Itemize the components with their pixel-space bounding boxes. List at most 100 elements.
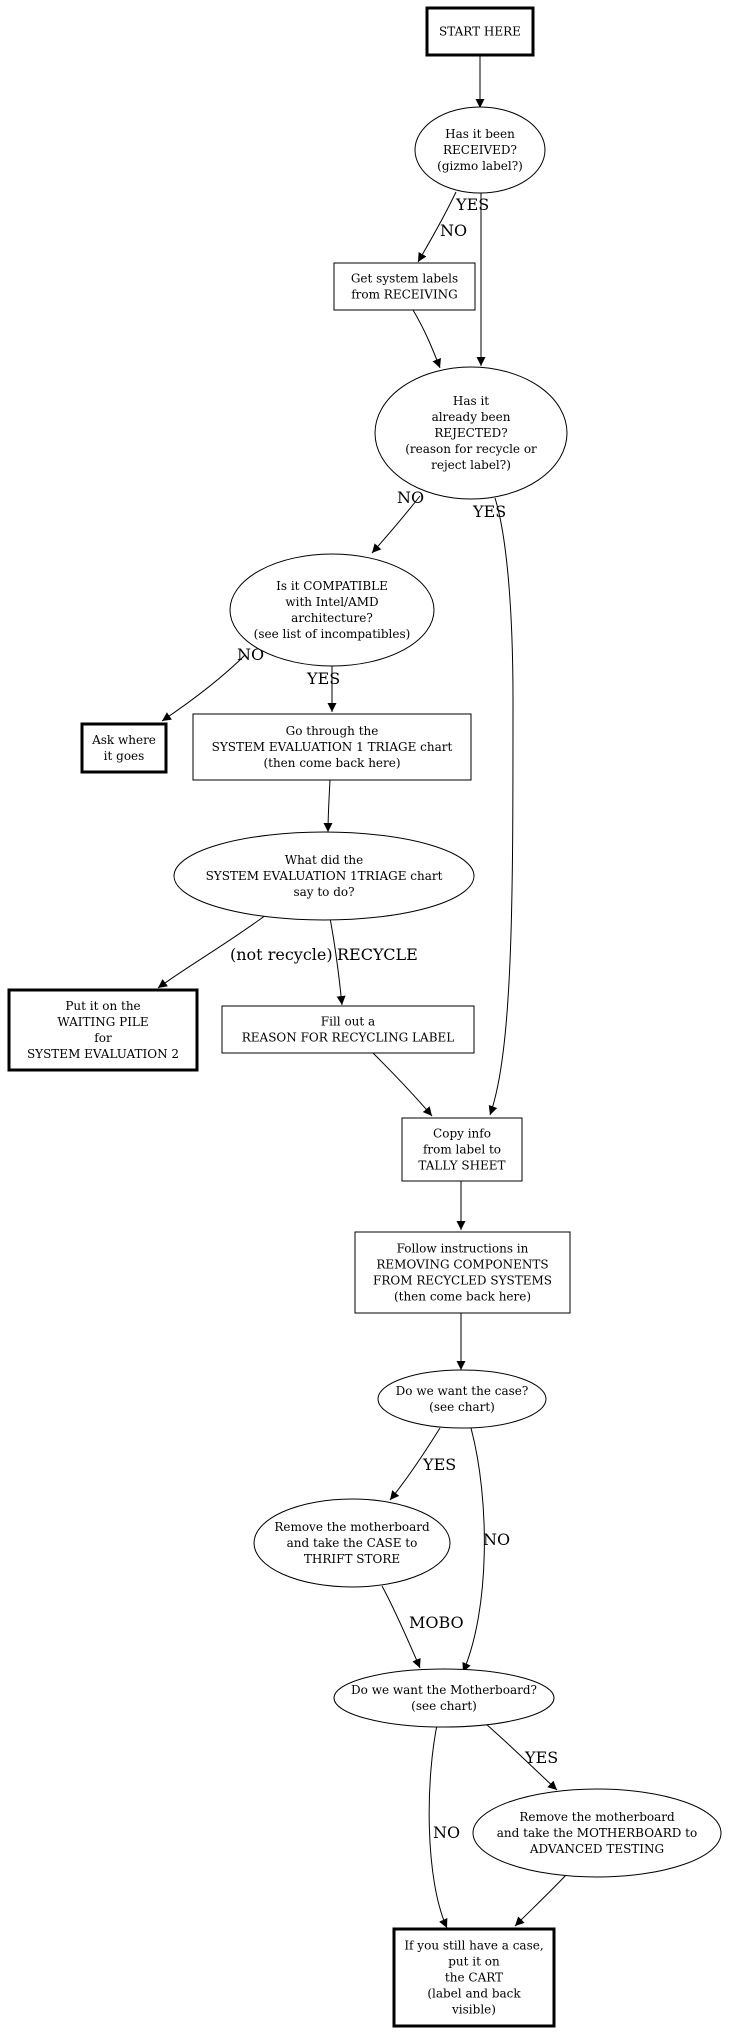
node-label-line: (see chart)	[411, 1699, 477, 1713]
edge-remove-case-mobo-q	[381, 1585, 421, 1669]
node-cart: If you still have a case, put it on the CA…	[392, 1927, 556, 2028]
node-label-line: architecture?	[291, 611, 373, 625]
edge-label-compatible-no: NO	[237, 645, 264, 664]
node-label-line: visible)	[451, 2003, 496, 2017]
edge-label-rejected-no: NO	[397, 488, 424, 507]
node-cart-text: If you still have a case, put it on the CA…	[404, 1939, 543, 2017]
node-remove-case: Remove the motherboard and take the CASE …	[253, 1498, 451, 1588]
node-label-line: from RECEIVING	[351, 288, 458, 302]
node-label-line: What did the	[285, 853, 364, 867]
node-label-line: SYSTEM EVALUATION 1 TRIAGE chart	[212, 740, 453, 754]
node-label-line: Copy info	[433, 1127, 491, 1141]
node-label-line: put it on	[448, 1955, 500, 1969]
node-label-line: Remove the motherboard	[274, 1520, 430, 1534]
node-label-line: REMOVING COMPONENTS	[376, 1258, 548, 1272]
node-ask-where-text: Ask where it goes	[91, 733, 156, 763]
edge-triage-q-fill-label	[329, 917, 346, 1006]
node-get-system-labels-text: Get system labels from RECEIVING	[351, 272, 458, 302]
edges	[157, 55, 568, 1929]
node-label-line: for	[94, 1031, 112, 1045]
edge-label-received-yes: YES	[455, 195, 489, 214]
edge-label-compatible-yes: YES	[306, 669, 340, 688]
node-label-line: REJECTED?	[434, 426, 507, 440]
node-label-line: (see list of incompatibles)	[254, 627, 411, 641]
edge-rejected-copy-info	[488, 497, 514, 1116]
node-label-line: Is it COMPATIBLE	[276, 579, 388, 593]
node-label-line: already been	[432, 410, 511, 424]
node-label-line: (label and back	[427, 1987, 521, 2001]
edge-label-mobo-no: NO	[433, 1823, 460, 1842]
edge-triage-q-waiting	[157, 914, 267, 989]
node-label-line: ADVANCED TESTING	[529, 1842, 664, 1856]
node-label-line: TALLY SHEET	[418, 1159, 505, 1173]
node-label-line: and take the MOTHERBOARD to	[497, 1826, 697, 1840]
node-case-question: Do we want the case? (see chart)	[377, 1369, 547, 1429]
edge-remove-mobo-cart	[514, 1873, 568, 1927]
edge-labels: YES NO NO YES NO YES (not recycle) RECYC…	[230, 195, 558, 1842]
edge-case-q-remove-case	[389, 1427, 441, 1501]
node-label-line: Get system labels	[351, 272, 458, 286]
edge-label-rejected-yes: YES	[472, 502, 506, 521]
node-label-line: the CART	[445, 1971, 503, 1985]
edge-get-labels-rejected	[412, 309, 441, 369]
node-label-line: If you still have a case,	[404, 1939, 543, 1953]
edge-label-mobo-yes: YES	[524, 1748, 558, 1767]
edge-compatible-ask-where	[161, 654, 246, 722]
node-label-line: START HERE	[439, 25, 521, 39]
node-label-line: (then come back here)	[263, 756, 400, 770]
edge-label-case-yes: YES	[422, 1455, 456, 1474]
node-label-line: say to do?	[293, 885, 354, 899]
node-compatible-question: Is it COMPATIBLE with Intel/AMD architectu…	[229, 553, 435, 667]
edge-label-case-no: NO	[483, 1530, 510, 1549]
node-ask-where: Ask where it goes	[80, 722, 168, 774]
node-label-line: (reason for recycle or	[405, 442, 537, 456]
node-label-line: reject label?)	[431, 458, 511, 472]
node-compatible-question-text: Is it COMPATIBLE with Intel/AMD architectu…	[254, 579, 411, 641]
node-label-line: with Intel/AMD	[285, 595, 378, 609]
edge-mobo-q-cart	[428, 1719, 448, 1929]
edge-received-get-labels	[417, 191, 457, 263]
node-label-line: Do we want the case?	[396, 1384, 529, 1398]
edge-fill-label-copy-info	[372, 1052, 433, 1117]
node-label-line: it goes	[104, 749, 145, 763]
node-label-line: Do we want the Motherboard?	[351, 1683, 537, 1697]
node-label-line: (see chart)	[429, 1400, 495, 1414]
node-label-line: (gizmo label?)	[437, 159, 523, 173]
node-label-line: Put it on the	[65, 999, 140, 1013]
node-mobo-question: Do we want the Motherboard? (see chart)	[333, 1668, 555, 1728]
node-label-line: and take the CASE to	[287, 1536, 418, 1550]
edge-triage-triage-q	[323, 779, 333, 833]
node-remove-case-text: Remove the motherboard and take the CASE …	[274, 1520, 430, 1566]
edge-label-recycle: RECYCLE	[337, 945, 418, 964]
node-label-line: (then come back here)	[394, 1290, 531, 1304]
edge-rejected-compatible	[371, 495, 421, 554]
node-get-system-labels: Get system labels from RECEIVING	[333, 262, 476, 311]
node-label-line: Go through the	[286, 724, 379, 738]
edge-label-mobo: MOBO	[409, 1613, 464, 1632]
node-mobo-question-text: Do we want the Motherboard? (see chart)	[351, 1683, 537, 1713]
node-label-line: REASON FOR RECYCLING LABEL	[242, 1031, 455, 1045]
node-label-line: WAITING PILE	[57, 1015, 148, 1029]
node-label-line: THRIFT STORE	[304, 1552, 400, 1566]
node-start-here-text: START HERE	[439, 25, 521, 39]
node-label-line: Has it	[453, 394, 489, 408]
node-label-line: Ask where	[91, 733, 156, 747]
